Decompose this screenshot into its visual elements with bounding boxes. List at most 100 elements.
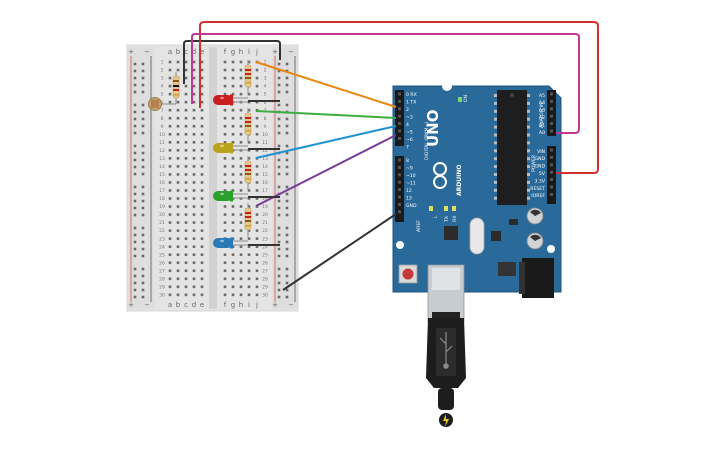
- breadboard-hole[interactable]: [168, 165, 172, 168]
- breadboard-hole[interactable]: [247, 229, 251, 232]
- breadboard-hole[interactable]: [184, 149, 188, 152]
- rail-hole[interactable]: [133, 62, 137, 66]
- rail-hole[interactable]: [133, 247, 137, 251]
- breadboard-hole[interactable]: [239, 269, 243, 273]
- header-pin[interactable]: [398, 173, 401, 177]
- breadboard-hole[interactable]: [168, 253, 172, 257]
- breadboard-hole[interactable]: [223, 108, 227, 112]
- breadboard-hole[interactable]: [184, 141, 188, 144]
- breadboard-hole[interactable]: [239, 181, 243, 184]
- rail-hole[interactable]: [277, 267, 281, 271]
- breadboard-hole[interactable]: [192, 269, 196, 273]
- resistor-3[interactable]: [244, 156, 252, 190]
- breadboard-hole[interactable]: [231, 141, 235, 144]
- breadboard-hole[interactable]: [176, 261, 180, 265]
- breadboard-hole[interactable]: [223, 132, 227, 136]
- rail-hole[interactable]: [141, 247, 145, 251]
- header-pin[interactable]: [550, 99, 553, 103]
- breadboard-hole[interactable]: [200, 277, 204, 281]
- led-yellow[interactable]: [213, 142, 248, 154]
- breadboard-hole[interactable]: [168, 68, 172, 72]
- breadboard-hole[interactable]: [200, 245, 204, 248]
- rail-hole[interactable]: [277, 233, 281, 237]
- breadboard-hole[interactable]: [192, 116, 196, 120]
- header-pin[interactable]: [398, 180, 401, 184]
- breadboard-hole[interactable]: [231, 221, 235, 224]
- breadboard-hole[interactable]: [184, 293, 188, 297]
- breadboard-hole[interactable]: [239, 245, 243, 248]
- breadboard-hole[interactable]: [176, 205, 180, 208]
- header-pin[interactable]: [398, 202, 401, 206]
- header-pin[interactable]: [550, 170, 553, 174]
- header-pin[interactable]: [550, 163, 553, 167]
- led-green[interactable]: [213, 190, 248, 202]
- breadboard-hole[interactable]: [176, 237, 180, 240]
- breadboard-hole[interactable]: [168, 157, 172, 160]
- breadboard-hole[interactable]: [168, 237, 172, 240]
- breadboard-hole[interactable]: [168, 84, 172, 88]
- rail-hole[interactable]: [285, 240, 289, 244]
- breadboard-hole[interactable]: [176, 293, 180, 297]
- rail-hole[interactable]: [141, 117, 145, 121]
- header-pin[interactable]: [550, 129, 553, 133]
- rail-hole[interactable]: [141, 131, 145, 135]
- header-pin[interactable]: [398, 129, 401, 133]
- rail-hole[interactable]: [133, 206, 137, 210]
- wire-red-5v[interactable]: [199, 21, 599, 174]
- breadboard-hole[interactable]: [192, 261, 196, 265]
- rail-hole[interactable]: [285, 165, 289, 169]
- breadboard-hole[interactable]: [255, 213, 259, 216]
- breadboard-hole[interactable]: [231, 76, 235, 80]
- breadboard-hole[interactable]: [176, 116, 180, 120]
- breadboard-hole[interactable]: [176, 100, 180, 104]
- breadboard-hole[interactable]: [168, 124, 172, 128]
- rail-hole[interactable]: [133, 233, 137, 237]
- breadboard-hole[interactable]: [239, 116, 243, 120]
- breadboard-hole[interactable]: [231, 189, 235, 192]
- rail-hole[interactable]: [277, 213, 281, 217]
- breadboard-hole[interactable]: [184, 213, 188, 216]
- breadboard-hole[interactable]: [192, 181, 196, 184]
- breadboard-hole[interactable]: [255, 124, 259, 128]
- breadboard-hole[interactable]: [231, 165, 235, 168]
- header-pin[interactable]: [550, 122, 553, 126]
- breadboard-hole[interactable]: [223, 173, 227, 176]
- breadboard-hole[interactable]: [231, 132, 235, 136]
- breadboard-hole[interactable]: [239, 277, 243, 281]
- breadboard-hole[interactable]: [223, 124, 227, 128]
- rail-hole[interactable]: [133, 185, 137, 189]
- breadboard-hole[interactable]: [168, 149, 172, 152]
- breadboard-hole[interactable]: [231, 173, 235, 176]
- breadboard-hole[interactable]: [176, 285, 180, 289]
- breadboard-hole[interactable]: [192, 132, 196, 136]
- breadboard-hole[interactable]: [231, 181, 235, 184]
- breadboard-hole[interactable]: [247, 269, 251, 273]
- breadboard-hole[interactable]: [239, 237, 243, 240]
- breadboard-hole[interactable]: [184, 108, 188, 112]
- rail-hole[interactable]: [277, 288, 281, 292]
- breadboard-hole[interactable]: [192, 293, 196, 297]
- header-pin[interactable]: [398, 136, 401, 140]
- breadboard-hole[interactable]: [168, 60, 172, 64]
- breadboard-hole[interactable]: [200, 76, 204, 80]
- breadboard-hole[interactable]: [223, 229, 227, 232]
- breadboard-hole[interactable]: [231, 92, 235, 96]
- rail-hole[interactable]: [133, 240, 137, 244]
- breadboard-hole[interactable]: [184, 221, 188, 224]
- breadboard-hole[interactable]: [176, 173, 180, 176]
- rail-hole[interactable]: [285, 281, 289, 285]
- rail-hole[interactable]: [141, 274, 145, 278]
- rail-hole[interactable]: [285, 199, 289, 203]
- breadboard-hole[interactable]: [168, 269, 172, 273]
- breadboard-hole[interactable]: [239, 173, 243, 176]
- breadboard-hole[interactable]: [223, 141, 227, 144]
- header-pin[interactable]: [398, 107, 401, 111]
- breadboard-hole[interactable]: [184, 237, 188, 240]
- breadboard-hole[interactable]: [247, 157, 251, 160]
- breadboard-hole[interactable]: [184, 92, 188, 96]
- rail-hole[interactable]: [277, 158, 281, 162]
- breadboard-hole[interactable]: [176, 253, 180, 257]
- rail-hole[interactable]: [133, 103, 137, 107]
- rail-hole[interactable]: [133, 151, 137, 155]
